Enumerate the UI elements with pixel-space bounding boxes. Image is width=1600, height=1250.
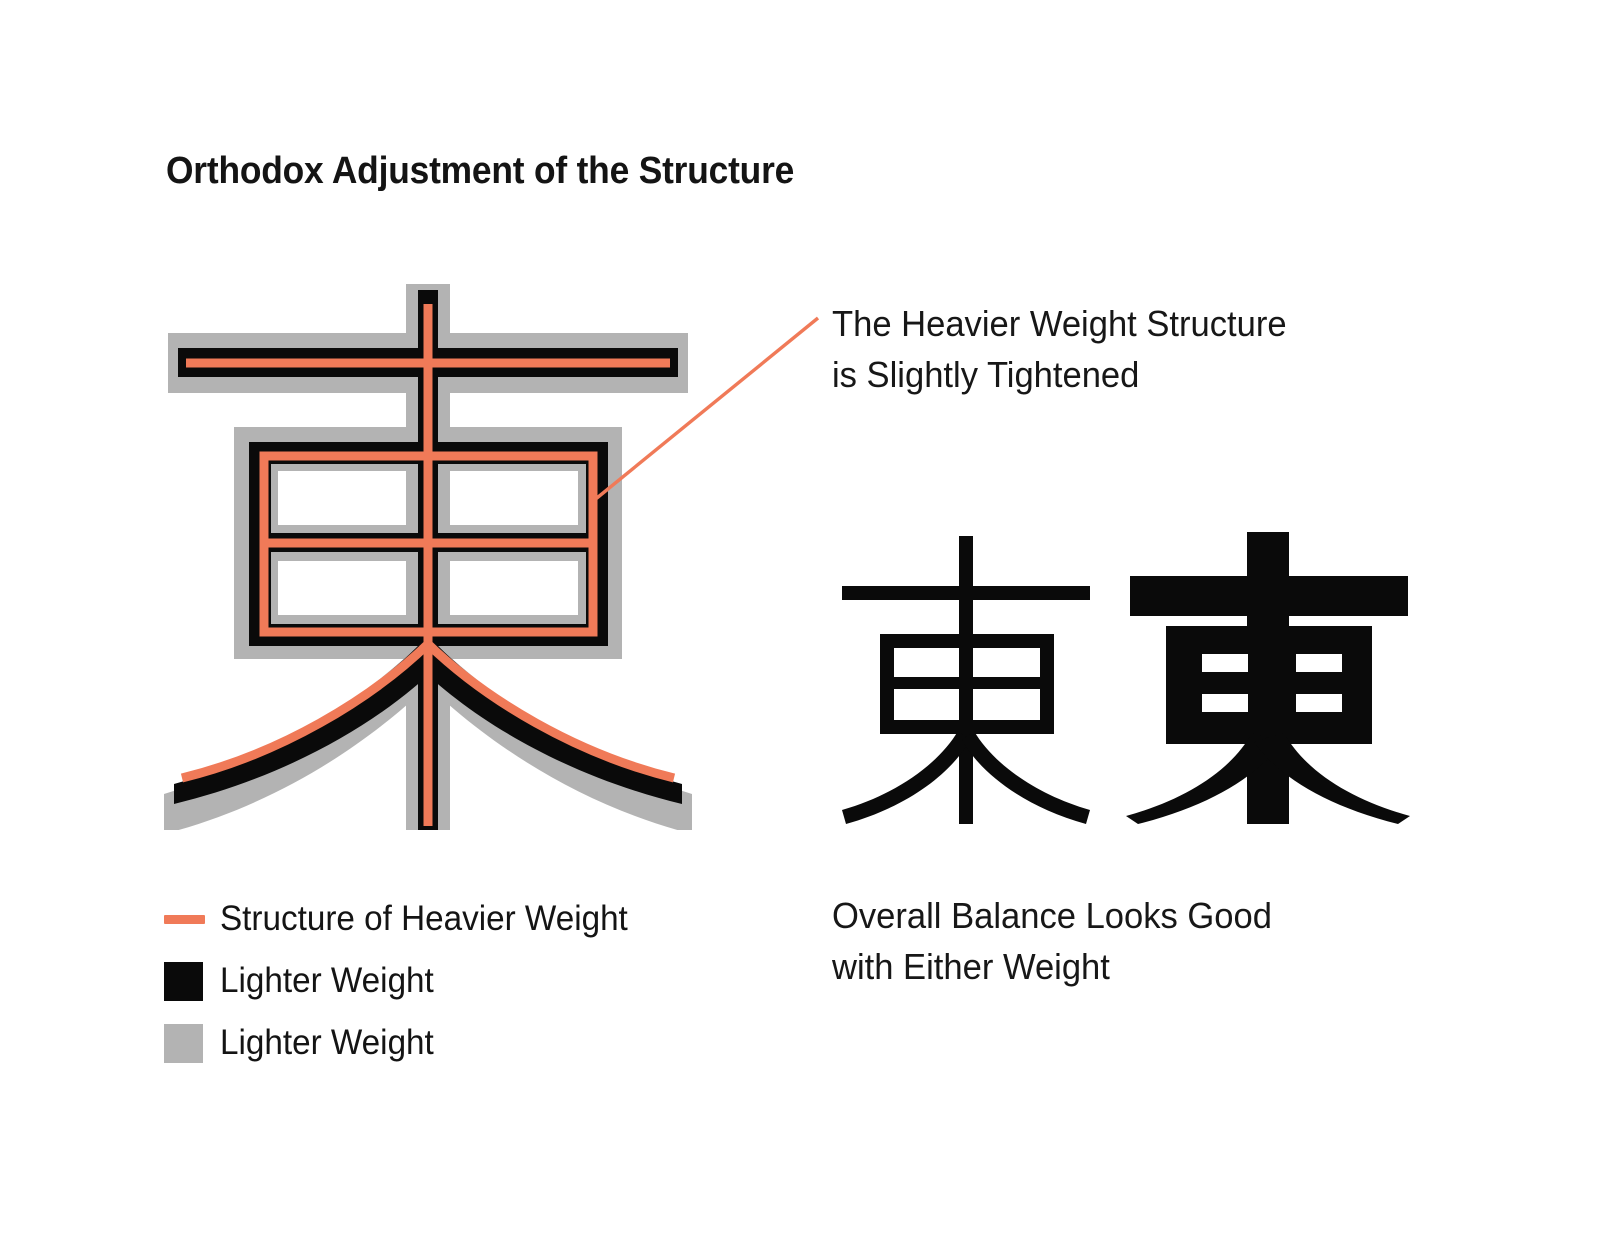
- legend-label-black-lighter-weight: Lighter Weight: [220, 961, 434, 1000]
- legend-item-heavier-structure: Structure of Heavier Weight: [164, 888, 784, 950]
- legend-swatch-cell: [164, 961, 220, 1001]
- heavy-weight-glyph: [1118, 528, 1418, 824]
- right-caption-line-1: Overall Balance Looks Good: [832, 895, 1272, 936]
- light-weight-glyph: [818, 528, 1118, 824]
- right-caption-line-2: with Either Weight: [832, 946, 1110, 988]
- annotation-text: The Heavier Weight Structure is Slightly…: [832, 298, 1408, 400]
- legend-swatch-cell: [164, 1023, 220, 1063]
- black-square-swatch-icon: [164, 961, 203, 1001]
- legend-label-gray-lighter-weight: Lighter Weight: [220, 1023, 434, 1062]
- legend-swatch-cell: [164, 914, 220, 924]
- legend-label-heavier-structure: Structure of Heavier Weight: [220, 899, 628, 938]
- right-caption: Overall Balance Looks Good with Either W…: [832, 890, 1427, 992]
- annotation-leader-line: [590, 316, 820, 504]
- glyph-counters: [287, 478, 569, 602]
- legend: Structure of Heavier Weight Lighter Weig…: [164, 888, 784, 1074]
- page-title: Orthodox Adjustment of the Structure: [166, 150, 795, 192]
- legend-item-gray-lighter-weight: Lighter Weight: [164, 1012, 784, 1074]
- annotation-line-2: is Slightly Tightened: [832, 354, 1140, 396]
- legend-item-black-lighter-weight: Lighter Weight: [164, 950, 784, 1012]
- annotation-line-1: The Heavier Weight Structure: [832, 303, 1287, 344]
- gray-square-swatch-icon: [164, 1023, 203, 1063]
- overlay-diagram: [150, 270, 730, 830]
- orange-line-swatch-icon: [164, 914, 205, 924]
- orange-skeleton-layer: [180, 304, 676, 826]
